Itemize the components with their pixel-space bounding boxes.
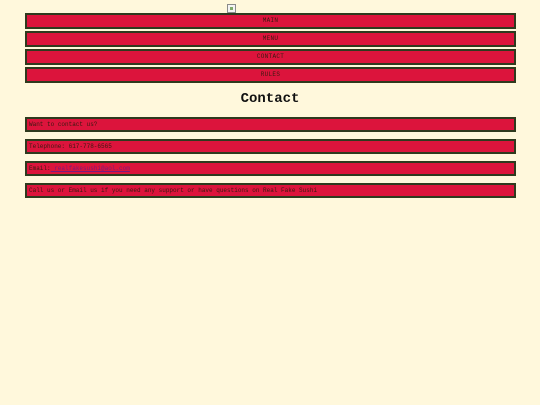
nav-item-rules[interactable]: RULES — [25, 67, 516, 83]
nav-item-main[interactable]: MAIN — [25, 13, 516, 29]
email-info: Email: realfakesushi@aol.com — [25, 161, 516, 176]
broken-image-icon — [227, 4, 236, 13]
contact-intro: Want to contact us? — [25, 117, 516, 132]
main-nav: MAIN MENU CONTACT RULES — [25, 13, 516, 85]
email-label: Email: — [29, 165, 51, 172]
nav-item-contact[interactable]: CONTACT — [25, 49, 516, 65]
nav-item-menu[interactable]: MENU — [25, 31, 516, 47]
telephone-info: Telephone: 617-778-6565 — [25, 139, 516, 154]
support-message: Call us or Email us if you need any supp… — [25, 183, 516, 198]
page-title: Contact — [240, 91, 300, 107]
email-link[interactable]: realfakesushi@aol.com — [50, 165, 130, 172]
